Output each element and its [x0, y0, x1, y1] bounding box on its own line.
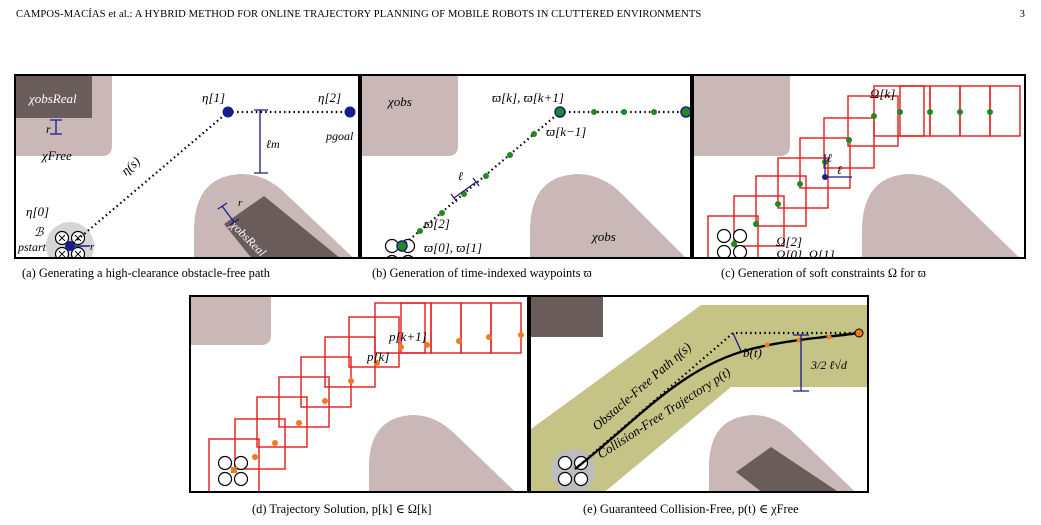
label-obs-1: χobs [386, 94, 412, 109]
panel-a: χobsReal r χFree η[1] η[2] pgoal ℓm η(s)… [14, 74, 360, 259]
page-number: 3 [1019, 9, 1025, 20]
eta2-marker [344, 106, 356, 118]
label-eta2: η[2] [318, 90, 341, 105]
label-w2: ϖ[2] [424, 216, 450, 231]
label-B: ℬ [34, 225, 45, 239]
lm-bar [254, 109, 268, 174]
caption-d: (d) Trajectory Solution, p[k] ∈ Ω[k] [252, 502, 432, 516]
panel-b-figure: χobs χobs ϖ[k], ϖ[k+1] ϖ[k−1] ℓ ϖ[2] ϖ[0… [362, 76, 690, 257]
trajectory-points [764, 328, 864, 348]
robot-footprint [551, 449, 595, 491]
obstacle-bottom-right [369, 415, 515, 491]
label-wk: ϖ[k], ϖ[k+1] [492, 90, 564, 105]
label-p-goal: pgoal [325, 129, 354, 143]
panel-d-figure: p[k+1] p[k] [191, 297, 524, 491]
bound-bar [793, 334, 809, 392]
label-ell1: ℓ [827, 151, 832, 165]
r-bar-top [50, 119, 62, 135]
panel-b: χobs χobs ϖ[k], ϖ[k+1] ϖ[k−1] ℓ ϖ[2] ϖ[0… [360, 74, 692, 259]
running-header: CAMPOS-MACÍAS et al.: A HYBRID METHOD FO… [16, 9, 1025, 20]
caption-b: (b) Generation of time-indexed waypoints… [372, 266, 592, 280]
label-pk: p[k] [366, 349, 389, 364]
ell-bars [824, 154, 852, 178]
caption-a: (a) Generating a high-clearance obstacle… [22, 266, 271, 280]
label-omega-2: Ω[2] [776, 234, 802, 249]
label-r3: r [238, 197, 243, 209]
bt-bar [732, 332, 742, 352]
soft-constraint-boxes [208, 302, 522, 491]
label-omega-k: Ω[k] [870, 86, 895, 101]
quadrotor-icon [716, 228, 748, 257]
label-ell2: ℓ [837, 163, 842, 177]
quadrotor-icon [217, 455, 249, 487]
robot-footprint [46, 222, 94, 257]
label-omega-01: Ω[0], Ω[1] [776, 247, 835, 259]
panel-e: Obstacle-Free Path η(s) Collision-Free T… [529, 295, 869, 493]
obstacle-bottom-right [530, 174, 685, 257]
label-obs-2: χobs [590, 229, 616, 244]
label-p-start: pstart [17, 240, 47, 254]
obstacle-core-top-left [16, 76, 92, 118]
eta1-marker [222, 106, 234, 118]
obstacle-top-left [191, 297, 271, 345]
label-pk1: p[k+1] [388, 329, 427, 344]
panel-c-figure: Ω[k] ℓ ℓ Ω[2] Ω[0], Ω[1] [694, 76, 1021, 259]
caption-e: (e) Guaranteed Collision-Free, p(t) ∈ χF… [583, 502, 799, 516]
label-wk1: ϖ[k−1] [546, 124, 586, 139]
label-ell: ℓ [458, 169, 463, 183]
free-region [531, 305, 867, 491]
label-eta-s: η(s) [118, 154, 143, 179]
running-title: CAMPOS-MACÍAS et al.: A HYBRID METHOD FO… [16, 9, 702, 20]
ell-bar [450, 177, 480, 203]
obstacle-top-left [531, 297, 603, 337]
label-w01: ϖ[0], ϖ[1] [424, 240, 482, 255]
label-free: χFree [40, 148, 72, 163]
panel-d: p[k+1] p[k] [189, 295, 529, 493]
obstacle-free-path [574, 331, 859, 470]
trajectory-points [231, 332, 524, 473]
caption-c: (c) Generation of soft constraints Ω for… [721, 266, 926, 280]
obstacle-bottom-right [862, 174, 1019, 257]
label-bound: 3/2 ℓ√d [810, 358, 848, 372]
obstacle-top-left [362, 76, 458, 156]
label-r1: r [46, 122, 51, 136]
label-bt: b(t) [743, 345, 762, 360]
panel-a-figure: χobsReal r χFree η[1] η[2] pgoal ℓm η(s)… [16, 76, 356, 257]
label-lm: ℓm [266, 137, 280, 151]
label-obs-real: χobsReal [27, 91, 77, 106]
panel-e-figure: Obstacle-Free Path η(s) Collision-Free T… [531, 297, 867, 491]
waypoints [731, 109, 993, 247]
waypoints [396, 106, 690, 252]
label-eta0: η[0] [26, 204, 49, 219]
panel-c: Ω[k] ℓ ℓ Ω[2] Ω[0], Ω[1] [692, 74, 1026, 259]
label-eta1: η[1] [202, 90, 225, 105]
obstacle-top-left [694, 76, 790, 156]
collision-free-trajectory [574, 331, 860, 470]
obstacle-core-bottom-right [736, 447, 837, 491]
label-r2: r [90, 241, 95, 253]
r-bar-bottom [217, 202, 240, 226]
obstacle-core-bottom-right [224, 196, 339, 257]
